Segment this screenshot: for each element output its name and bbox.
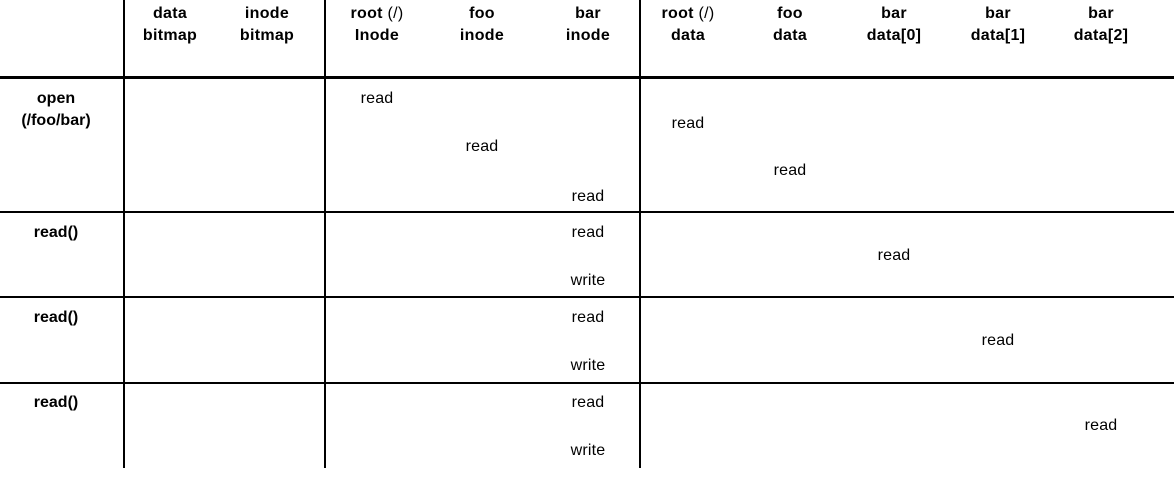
column-header-bar-data1: bar data[1] bbox=[971, 3, 1026, 47]
header-line1: inode bbox=[244, 5, 290, 22]
column-divider-inodes-data bbox=[639, 0, 641, 468]
cell-bar-inode-read: read bbox=[571, 394, 605, 411]
column-divider-bitmaps-inodes bbox=[324, 0, 326, 468]
row-label-line1: read() bbox=[33, 394, 79, 411]
header-line1: bar bbox=[1088, 5, 1114, 22]
column-divider-labels bbox=[123, 0, 125, 468]
column-header-foo-inode: foo inode bbox=[460, 3, 504, 47]
header-line1: root bbox=[350, 5, 383, 22]
column-header-root-inode: root (/) Inode bbox=[350, 3, 403, 47]
row-divider-3 bbox=[0, 382, 1174, 384]
column-header-bar-data2: bar data[2] bbox=[1074, 3, 1129, 47]
cell-root-data-read: read bbox=[671, 115, 705, 132]
column-header-data-bitmap: data bitmap bbox=[143, 3, 197, 47]
cell-root-inode-read: read bbox=[360, 90, 394, 107]
cell-bar-inode-write: write bbox=[570, 272, 606, 289]
header-line2: bitmap bbox=[239, 27, 295, 44]
row-label-open: open (/foo/bar) bbox=[0, 88, 112, 132]
cell-bar-inode-write: write bbox=[570, 442, 606, 459]
column-header-bar-inode: bar inode bbox=[566, 3, 610, 47]
header-line1: root bbox=[661, 5, 694, 22]
cell-foo-inode-read: read bbox=[465, 138, 499, 155]
header-line1-suffix: (/) bbox=[693, 5, 715, 22]
header-line2: inode bbox=[565, 27, 611, 44]
cell-bar-data2-read: read bbox=[1084, 417, 1118, 434]
column-header-root-data: root (/) data bbox=[661, 3, 714, 47]
cell-bar-inode-read: read bbox=[571, 188, 605, 205]
row-label-line1: read() bbox=[33, 309, 79, 326]
header-line2: data bbox=[772, 27, 808, 44]
header-divider bbox=[0, 76, 1174, 79]
row-label-line1: open bbox=[36, 90, 76, 107]
row-label-line2: (/foo/bar) bbox=[21, 112, 91, 129]
cell-bar-inode-read: read bbox=[571, 309, 605, 326]
header-line1: foo bbox=[469, 5, 495, 22]
cell-bar-inode-write: write bbox=[570, 357, 606, 374]
cell-bar-data1-read: read bbox=[981, 332, 1015, 349]
header-line1: data bbox=[152, 5, 188, 22]
header-line2: data[1] bbox=[970, 27, 1026, 44]
header-line2: Inode bbox=[354, 27, 400, 44]
cell-foo-data-read: read bbox=[773, 162, 807, 179]
cell-bar-data0-read: read bbox=[877, 247, 911, 264]
header-line2: data bbox=[670, 27, 706, 44]
row-divider-1 bbox=[0, 211, 1174, 213]
row-divider-2 bbox=[0, 296, 1174, 298]
row-label-read-2: read() bbox=[0, 307, 112, 329]
row-label-read-1: read() bbox=[0, 222, 112, 244]
header-line2: inode bbox=[459, 27, 505, 44]
header-line2: data[2] bbox=[1073, 27, 1129, 44]
header-line1: foo bbox=[777, 5, 803, 22]
column-header-inode-bitmap: inode bitmap bbox=[240, 3, 294, 47]
row-label-line1: read() bbox=[33, 224, 79, 241]
header-line1: bar bbox=[881, 5, 907, 22]
cell-bar-inode-read: read bbox=[571, 224, 605, 241]
header-line1: bar bbox=[985, 5, 1011, 22]
header-line2: data[0] bbox=[866, 27, 922, 44]
header-line1-suffix: (/) bbox=[382, 5, 404, 22]
row-label-read-3: read() bbox=[0, 392, 112, 414]
column-header-foo-data: foo data bbox=[773, 3, 807, 47]
header-line1: bar bbox=[575, 5, 601, 22]
column-header-bar-data0: bar data[0] bbox=[867, 3, 922, 47]
header-line2: bitmap bbox=[142, 27, 198, 44]
